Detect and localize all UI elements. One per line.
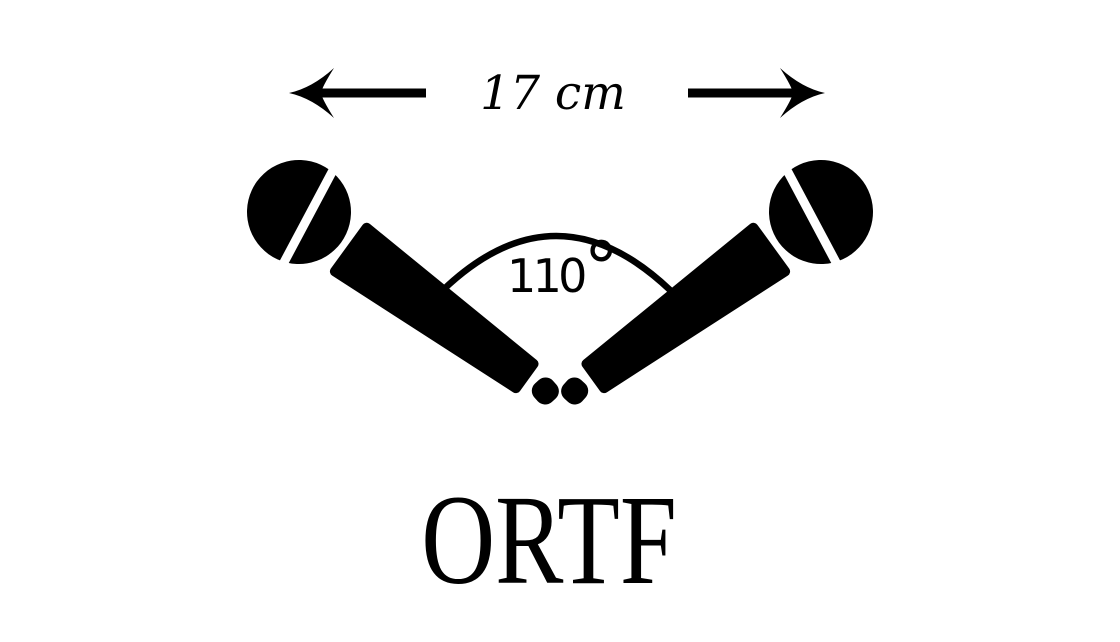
arrow-right-icon	[688, 68, 825, 118]
spacing-label: 17 cm	[480, 66, 626, 121]
arrow-left-icon	[289, 68, 426, 118]
angle-label: 110°	[507, 233, 619, 303]
angle-arc-icon	[440, 232, 673, 293]
technique-title: ORTF	[421, 469, 677, 611]
angle-value: 110	[507, 249, 587, 303]
degree-symbol: °	[583, 227, 619, 309]
